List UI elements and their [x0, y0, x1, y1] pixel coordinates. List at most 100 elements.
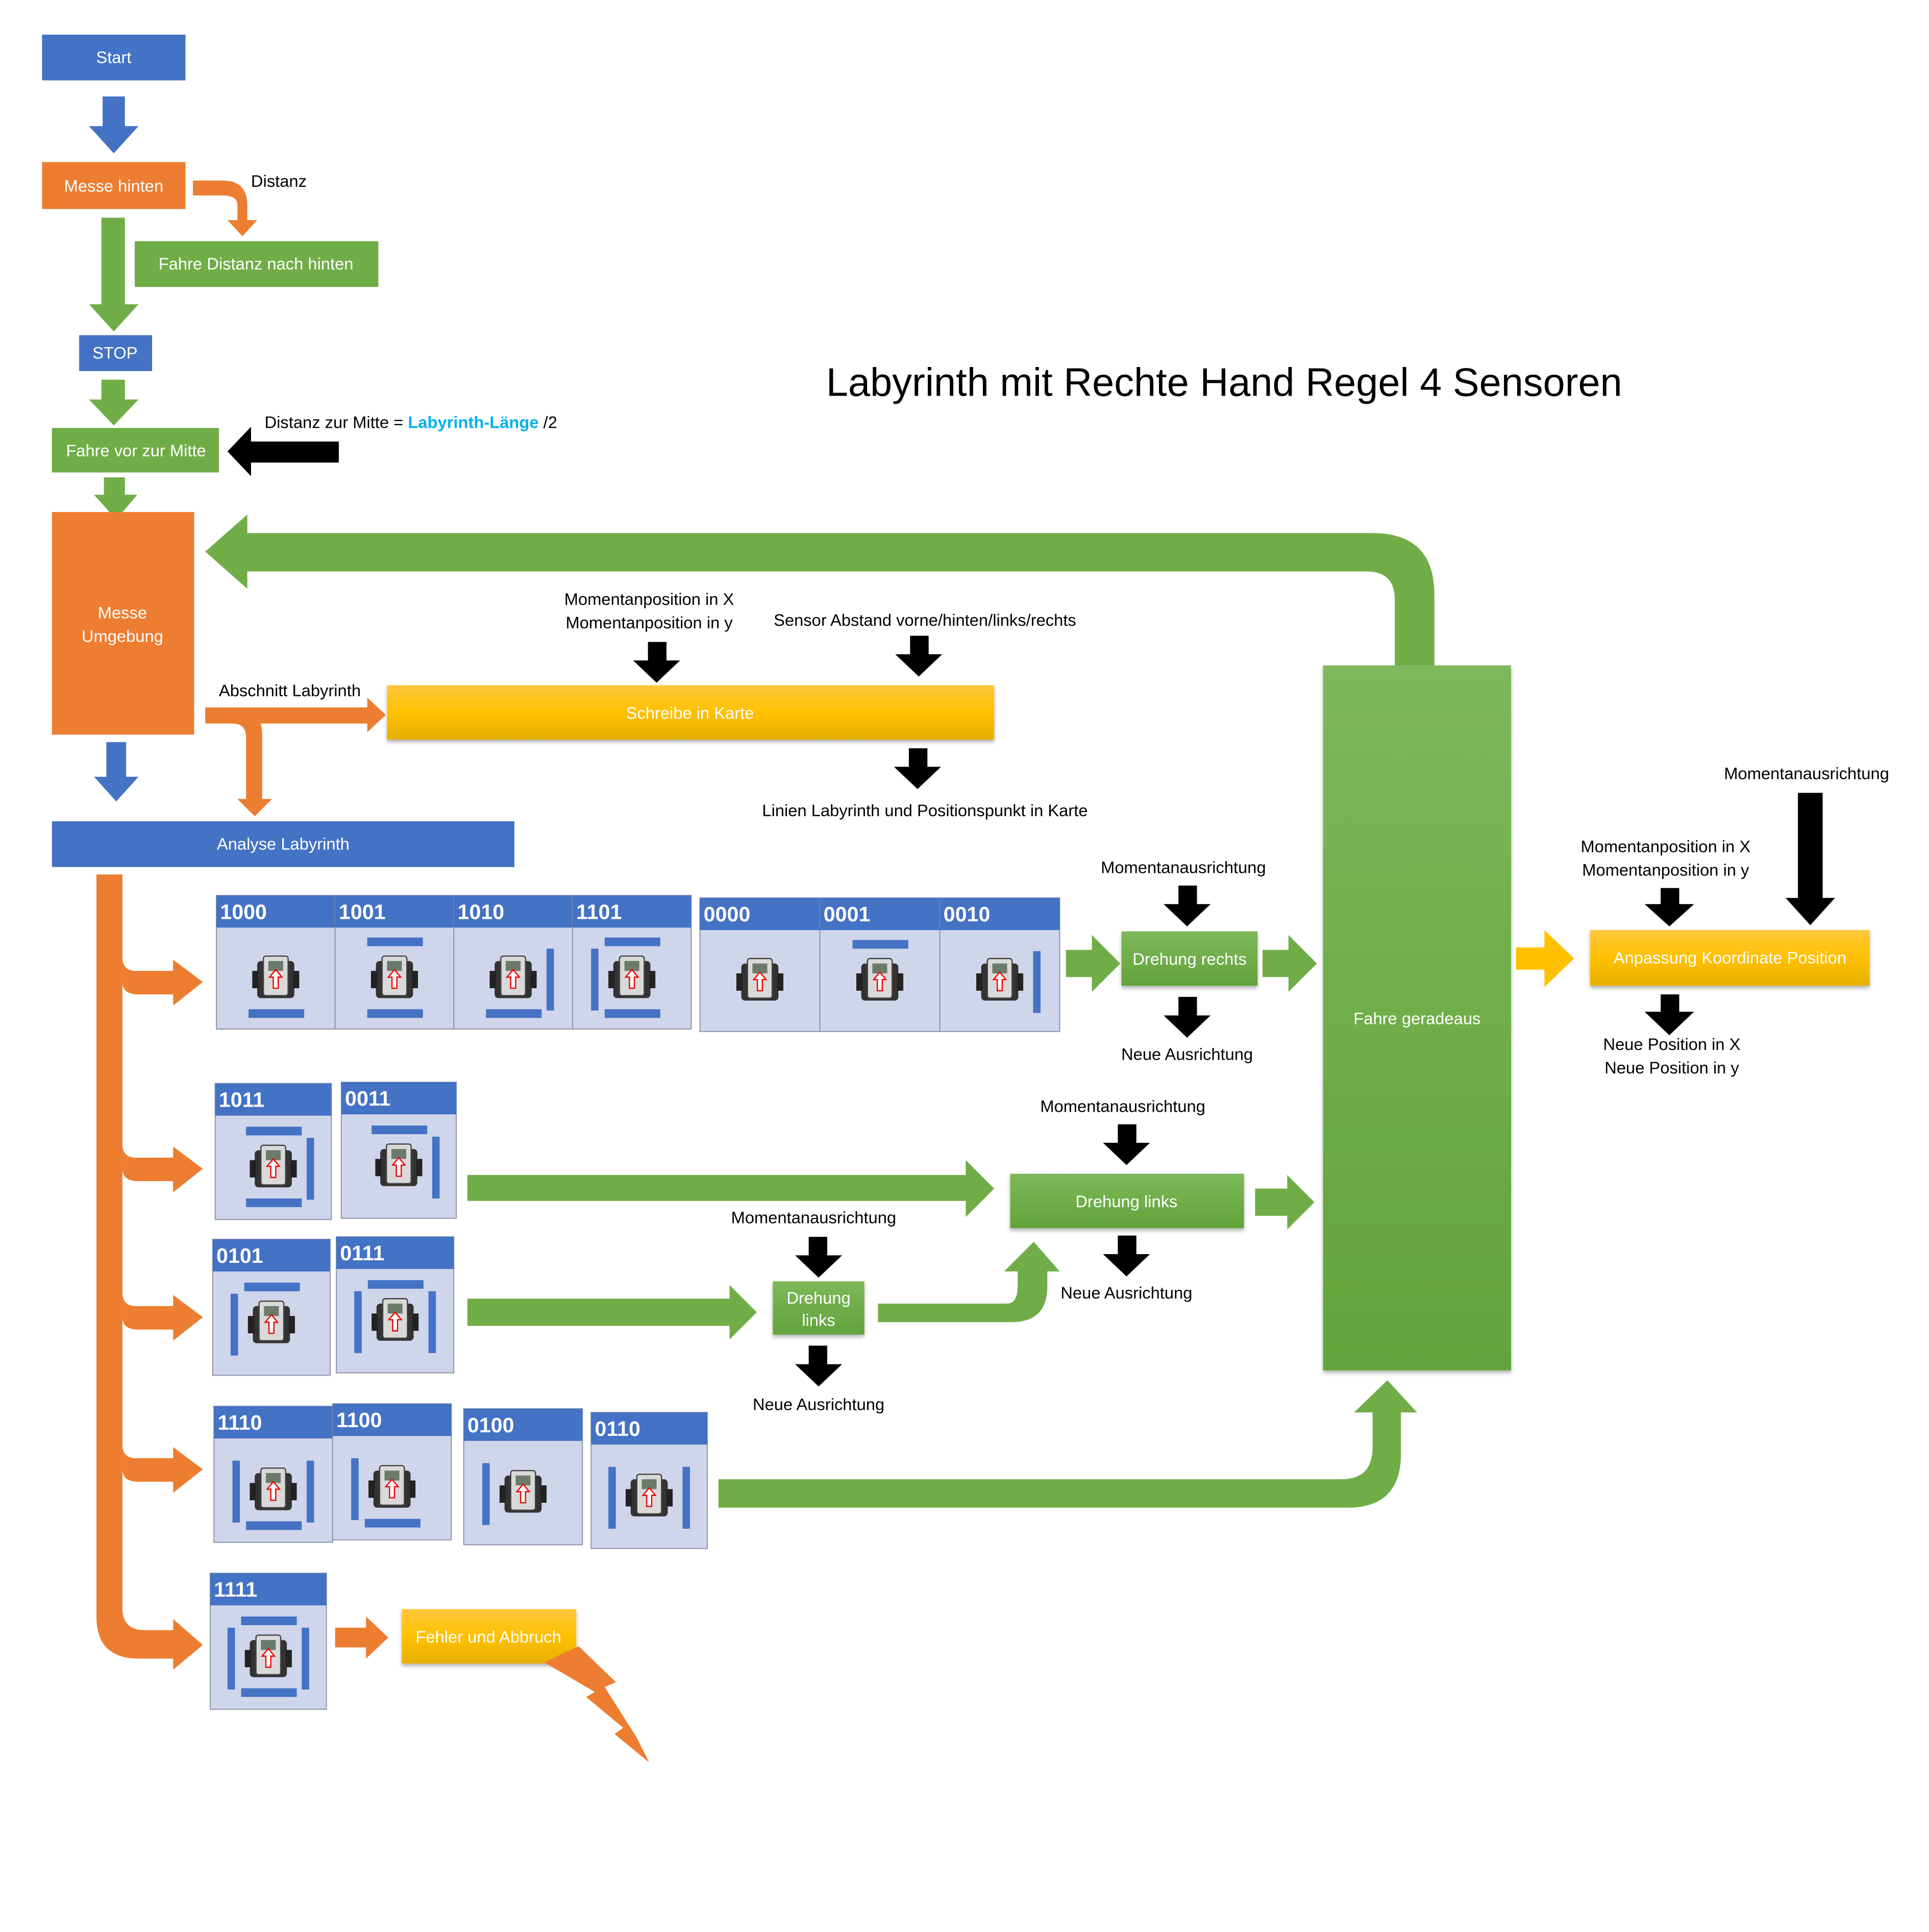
wall-back: [367, 1009, 423, 1018]
wall-back: [364, 1519, 421, 1528]
sensor-code-label: 1011: [219, 1088, 264, 1112]
arrow-right-green: [1262, 935, 1317, 992]
robot-icon: [250, 1467, 297, 1510]
curved-arrow-green: [878, 1241, 1060, 1323]
wall-front: [367, 937, 423, 946]
schreibe-karte-label: Schreibe in Karte: [626, 703, 754, 722]
ausrichtung-label: Momentanausrichtung: [1101, 858, 1266, 877]
arrow-right-orange: [335, 1616, 388, 1659]
wall-left: [608, 1466, 616, 1529]
sensor-case-1111: 1111: [209, 1573, 327, 1710]
neue-ausrichtung-label: Neue Ausrichtung: [1060, 1283, 1192, 1302]
arrow-down-black: [1103, 1235, 1150, 1277]
sensor-case-0111: 0111: [336, 1236, 455, 1374]
arrow-down-black: [895, 635, 943, 677]
messe-hinten-node[interactable]: Messe hinten: [42, 162, 186, 209]
sensor-case-0001: 0001: [819, 897, 941, 1032]
wall-left: [351, 1458, 359, 1520]
robot-icon: [499, 1470, 547, 1513]
curved-arrow-orange: [193, 180, 257, 236]
wall-front: [241, 1616, 297, 1625]
distanz-mitte-label: Distanz zur Mitte = Labyrinth-Länge /2: [265, 412, 557, 431]
wall-right: [1033, 951, 1041, 1013]
sensor-code-label: 0011: [345, 1087, 390, 1110]
analyse-node[interactable]: Analyse Labyrinth: [52, 821, 515, 867]
fahre-distanz-node[interactable]: Fahre Distanz nach hinten: [135, 241, 379, 287]
drehung-links-label: Drehung links: [1075, 1192, 1177, 1211]
branch-arrow-orange: [122, 1144, 203, 1192]
wall-left: [232, 1460, 240, 1523]
wall-left: [227, 1627, 235, 1690]
arrow-right-green: [1066, 935, 1121, 992]
messe-hinten-label: Messe hinten: [64, 177, 164, 195]
messe-umgebung-label-1: Messe: [98, 603, 147, 622]
sensor-code-label: 0010: [944, 902, 991, 926]
sensor-case-0010: 0010: [939, 897, 1060, 1032]
ausrichtung-label: Momentanausrichtung: [1040, 1096, 1205, 1115]
arrow-down-black: [795, 1237, 843, 1278]
wall-back: [241, 1688, 297, 1697]
messe-umgebung-node[interactable]: Messe Umgebung: [52, 512, 194, 735]
robot-icon: [252, 955, 300, 998]
sensor-code-label: 1000: [220, 900, 267, 923]
sensor-label: Sensor Abstand vorne/hinten/links/rechts: [774, 610, 1076, 629]
sensor-case-1011: 1011: [214, 1083, 332, 1220]
anpassung-node[interactable]: Anpassung Koordinate Position: [1590, 930, 1870, 986]
fehler-node[interactable]: Fehler und Abbruch: [402, 1609, 577, 1664]
robot-icon: [976, 958, 1024, 1001]
robot-icon: [250, 1144, 297, 1188]
sensor-code-label: 1101: [576, 900, 622, 923]
arrow-down-black: [633, 642, 680, 683]
wall-left: [482, 1463, 490, 1525]
loop-arrow-green: [205, 515, 1435, 666]
drehung-links-node[interactable]: Drehung links: [1010, 1173, 1244, 1229]
fahre-distanz-label: Fahre Distanz nach hinten: [159, 254, 354, 273]
robot-icon: [626, 1474, 673, 1517]
fahre-geradeaus-node[interactable]: Fahre geradeaus: [1323, 665, 1511, 1371]
robot-icon: [372, 1298, 419, 1341]
stop-node[interactable]: STOP: [79, 335, 153, 371]
arrow-right-green: [1255, 1175, 1315, 1230]
wall-left: [230, 1293, 238, 1356]
wall-back: [246, 1198, 302, 1207]
sensor-code-label: 1110: [217, 1411, 262, 1434]
drehung-links-2-label-2: links: [802, 1311, 835, 1330]
arrow-down-green: [94, 477, 137, 520]
arrow-down-black: [1785, 793, 1835, 925]
drehung-rechts-label: Drehung rechts: [1132, 949, 1247, 968]
sensor-code-label: 0100: [467, 1413, 514, 1437]
arrow-down-blue: [89, 96, 139, 154]
arrow-down-black: [1644, 888, 1694, 926]
start-node[interactable]: Start: [42, 34, 186, 81]
start-label: Start: [96, 48, 131, 67]
wall-right: [547, 948, 554, 1011]
sensor-code-label: 0000: [704, 902, 751, 926]
branch-arrow-orange: [122, 1292, 203, 1341]
sensor-case-0000: 0000: [699, 897, 821, 1032]
arrow-down-black: [1103, 1124, 1150, 1165]
sensor-code-label: 0111: [340, 1241, 384, 1265]
wall-front: [246, 1127, 302, 1136]
neue-ausrichtung-label: Neue Ausrichtung: [1121, 1045, 1253, 1064]
schreibe-karte-node[interactable]: Schreibe in Karte: [387, 685, 995, 740]
branch-arrow-orange: [122, 957, 203, 1006]
sensor-case-1000: 1000: [216, 895, 336, 1030]
pos-x-label: Momentanposition in X: [1581, 837, 1751, 856]
sensor-case-0100: 0100: [463, 1408, 583, 1546]
drehung-links-2-node[interactable]: Drehung links: [773, 1281, 864, 1335]
pos-x-label: Momentanposition in X: [564, 590, 734, 608]
wall-left: [354, 1291, 362, 1353]
distanz-mitte-prefix: Distanz zur Mitte =: [265, 412, 408, 431]
lightning-bolt-icon: [544, 1646, 650, 1763]
neue-x-label: Neue Position in X: [1603, 1035, 1740, 1054]
sensor-case-1001: 1001: [334, 895, 455, 1030]
ausrichtung-label: Momentanausrichtung: [1724, 764, 1889, 783]
drehung-rechts-node[interactable]: Drehung rechts: [1121, 931, 1258, 986]
fahre-mitte-node[interactable]: Fahre vor zur Mitte: [52, 428, 219, 473]
sensor-case-0011: 0011: [340, 1082, 457, 1219]
arrow-down-black: [795, 1346, 843, 1387]
wall-front: [604, 937, 660, 946]
messe-umgebung-label-2: Umgebung: [82, 627, 163, 646]
